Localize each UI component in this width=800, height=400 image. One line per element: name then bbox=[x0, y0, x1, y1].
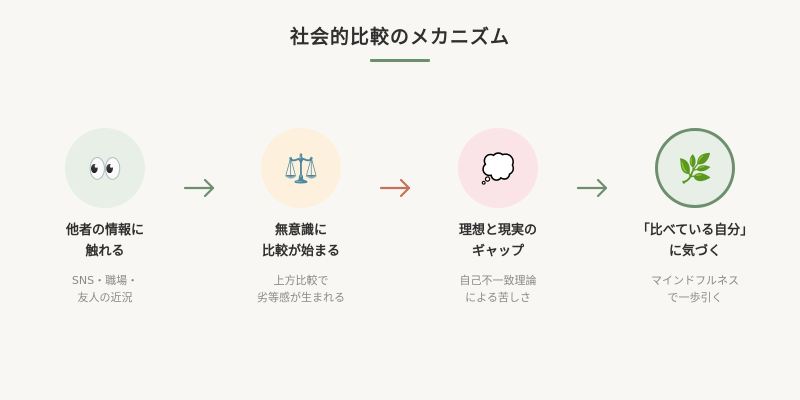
step-3-circle: 💭 bbox=[458, 128, 538, 208]
step-3: 💭 理想と現実の ギャップ 自己不一致理論 による苦しさ bbox=[418, 128, 578, 306]
eyes-icon: 👀 bbox=[87, 151, 123, 185]
step-2-title: 無意識に 比較が始まる bbox=[261, 223, 340, 259]
step-1: 👀 他者の情報に 触れる SNS・職場・ 友人の近況 bbox=[25, 128, 185, 306]
arrow-right-icon bbox=[576, 178, 608, 198]
step-4: 🌿 「比べている自分」 に気づく マインドフルネス で一歩引く bbox=[615, 128, 775, 306]
herb-icon: 🌿 bbox=[677, 151, 713, 185]
title-underline bbox=[370, 59, 430, 62]
arrow-right-icon bbox=[183, 178, 215, 198]
step-2-desc: 上方比較で 劣等感が生まれる bbox=[257, 274, 345, 304]
step-3-title: 理想と現実の ギャップ bbox=[458, 223, 537, 259]
balance-scale-icon: ⚖️ bbox=[283, 151, 319, 185]
diagram-title: 社会的比較のメカニズム bbox=[289, 26, 510, 48]
step-4-title: 「比べている自分」 に気づく bbox=[636, 223, 754, 259]
step-3-desc: 自己不一致理論 による苦しさ bbox=[459, 274, 537, 304]
step-1-title: 他者の情報に 触れる bbox=[65, 223, 144, 259]
step-2-circle: ⚖️ bbox=[261, 128, 341, 208]
step-4-desc: マインドフルネス で一歩引く bbox=[651, 274, 739, 304]
step-2: ⚖️ 無意識に 比較が始まる 上方比較で 劣等感が生まれる bbox=[221, 128, 381, 306]
thought-bubble-icon: 💭 bbox=[480, 151, 516, 185]
step-1-circle: 👀 bbox=[65, 128, 145, 208]
step-1-desc: SNS・職場・ 友人の近況 bbox=[71, 274, 139, 304]
step-4-circle: 🌿 bbox=[655, 128, 735, 208]
arrow-right-icon bbox=[379, 178, 411, 198]
